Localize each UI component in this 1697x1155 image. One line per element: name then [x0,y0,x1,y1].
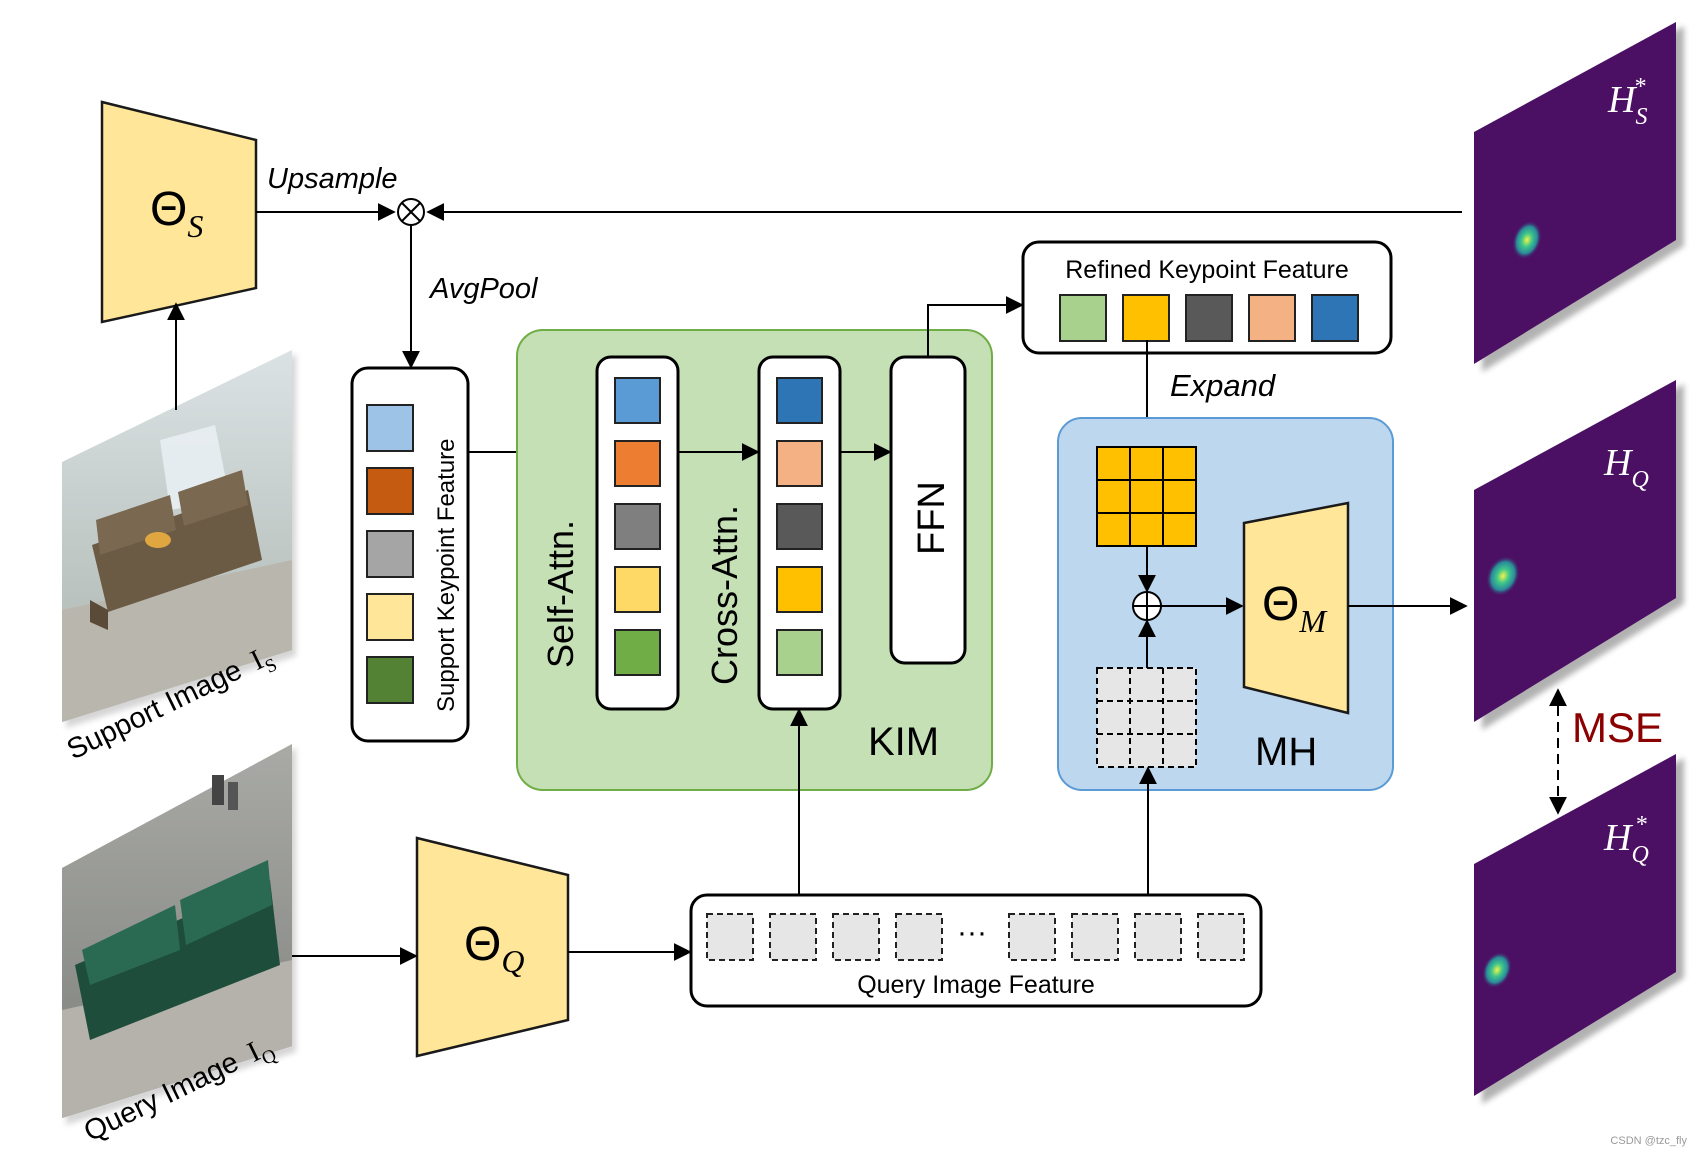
query-token [895,913,943,961]
expanded-feature-grid [1096,446,1197,547]
refined-token [1311,294,1359,342]
keypoint-token [614,377,661,424]
support-keypoint-feature-label: Support Keypoint Feature [433,438,460,712]
keypoint-token [776,377,823,424]
self-attn-label: Self-Attn. [540,520,581,668]
keypoint-token [366,530,414,578]
self-attn-tokens [614,377,661,676]
multiply-op-icon [397,198,425,226]
query-image [62,744,296,1125]
query-token [1071,913,1119,961]
arrow-ffn-to-refined [927,296,1024,357]
query-token [706,913,754,961]
query-encoder: ΘQ [415,836,570,1058]
watermark: CSDN @tzc_fly [1610,1135,1687,1147]
svg-text:ΘM: ΘM [1262,578,1328,639]
query-image-feature: ··· Query Image Feature [689,893,1263,1008]
query-ellipsis: ··· [957,916,987,949]
query-feature-grid [1096,667,1197,768]
avgpool-label: AvgPool [428,273,539,305]
query-token [1134,913,1182,961]
heatmap-hs-star: HS* [1474,22,1684,372]
keypoint-token [366,467,414,515]
upsample-label: Upsample [267,163,398,195]
svg-text:HS*: HS* [1607,74,1647,130]
kim-label: KIM [868,720,939,764]
ffn-label: FFN [911,481,953,555]
keypoint-token [776,629,823,676]
query-image-feature-label: Query Image Feature [857,971,1095,999]
refined-token [1248,294,1296,342]
query-token [832,913,880,961]
mse-label: MSE [1572,704,1663,751]
keypoint-token [614,629,661,676]
refined-token [1122,294,1170,342]
svg-text:HQ: HQ [1603,442,1649,493]
keypoint-token [366,593,414,641]
refined-tokens [1059,294,1359,342]
kim-module: Self-Attn. Cross-Attn. FFN KIM [516,329,993,791]
query-token [769,913,817,961]
keypoint-token [614,566,661,613]
refined-keypoint-feature-label: Refined Keypoint Feature [1065,256,1349,284]
support-encoder: ΘS [100,100,258,324]
refined-token [1185,294,1233,342]
keypoint-token [366,404,414,452]
support-image [62,350,296,728]
query-token [1197,913,1245,961]
mh-label: MH [1255,730,1317,774]
svg-text:HQ*: HQ* [1603,812,1649,868]
query-feature-tokens [706,913,1245,961]
heatmap-hq-star: HQ* [1474,754,1684,1104]
keypoint-token [776,566,823,613]
refined-token [1059,294,1107,342]
mh-module: ΘM MH [1057,417,1394,791]
add-op-icon [1132,591,1162,621]
ffn-block: FFN [889,355,967,665]
cross-attn-label: Cross-Attn. [704,505,745,685]
heatmap-hq: HQ [1474,380,1684,730]
keypoint-token [366,656,414,704]
refined-keypoint-feature: Refined Keypoint Feature [1021,240,1393,355]
keypoint-token [776,440,823,487]
expand-label: Expand [1170,368,1277,403]
support-keypoint-tokens [366,404,414,704]
keypoint-token [776,503,823,550]
support-keypoint-feature: Support Keypoint Feature [350,366,470,743]
svg-text:ΘS: ΘS [150,183,203,244]
keypoint-token [614,440,661,487]
svg-text:ΘQ: ΘQ [464,918,524,979]
query-token [1008,913,1056,961]
matching-head-encoder: ΘM [1242,501,1350,715]
cross-attn-tokens [776,377,823,676]
keypoint-token [614,503,661,550]
